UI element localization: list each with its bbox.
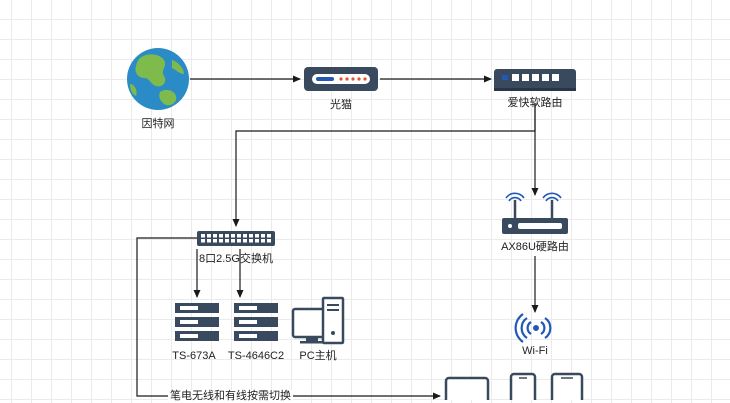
connectors bbox=[136, 75, 539, 400]
switch-port bbox=[261, 234, 265, 238]
phone-icon bbox=[509, 372, 537, 400]
nas-server-icon bbox=[234, 303, 278, 341]
tablet-icon bbox=[550, 372, 584, 400]
switch-label: 8口2.5G交换机 bbox=[199, 253, 273, 265]
ax86u-label: AX86U硬路由 bbox=[501, 241, 569, 253]
edge-ikuai-to-switch bbox=[232, 103, 536, 227]
wifi-icon bbox=[514, 313, 552, 343]
switch-port bbox=[261, 239, 265, 243]
switch-port bbox=[255, 239, 259, 243]
switch-port bbox=[267, 239, 271, 243]
nas2-label: TS-4646C2 bbox=[227, 350, 285, 362]
desktop-pc-icon bbox=[291, 296, 345, 345]
switch-port bbox=[213, 239, 217, 243]
switch-port bbox=[207, 239, 211, 243]
internet-label: 因特网 bbox=[141, 118, 175, 130]
switch-icon bbox=[197, 231, 275, 246]
switch-port bbox=[237, 234, 241, 238]
switch-port bbox=[231, 239, 235, 243]
switch-port bbox=[225, 234, 229, 238]
nas1-label: TS-673A bbox=[172, 350, 216, 362]
switch-port bbox=[207, 234, 211, 238]
switch-port bbox=[219, 239, 223, 243]
switch-port bbox=[213, 234, 217, 238]
soft-router-icon bbox=[494, 69, 576, 91]
globe-icon bbox=[127, 48, 189, 110]
switch-port bbox=[243, 234, 247, 238]
switch-port bbox=[225, 239, 229, 243]
switch-port bbox=[201, 239, 205, 243]
laptop-icon bbox=[444, 376, 490, 400]
ikuai-router-label: 爱快软路由 bbox=[507, 97, 563, 109]
modem-label: 光猫 bbox=[330, 99, 352, 111]
switch-port bbox=[267, 234, 271, 238]
switch-port bbox=[219, 234, 223, 238]
switch-port bbox=[249, 234, 253, 238]
switch-port bbox=[243, 239, 247, 243]
switch-port bbox=[249, 239, 253, 243]
laptop-edge-label: 笔电无线和有线按需切换 bbox=[168, 390, 293, 403]
pc-label: PC主机 bbox=[299, 350, 337, 362]
switch-port bbox=[237, 239, 241, 243]
modem-icon bbox=[304, 67, 378, 91]
wifi-label: Wi-Fi bbox=[522, 345, 548, 357]
wireless-router-icon bbox=[502, 192, 568, 234]
nas-server-icon bbox=[175, 303, 219, 341]
switch-port bbox=[231, 234, 235, 238]
switch-port bbox=[255, 234, 259, 238]
switch-port bbox=[201, 234, 205, 238]
